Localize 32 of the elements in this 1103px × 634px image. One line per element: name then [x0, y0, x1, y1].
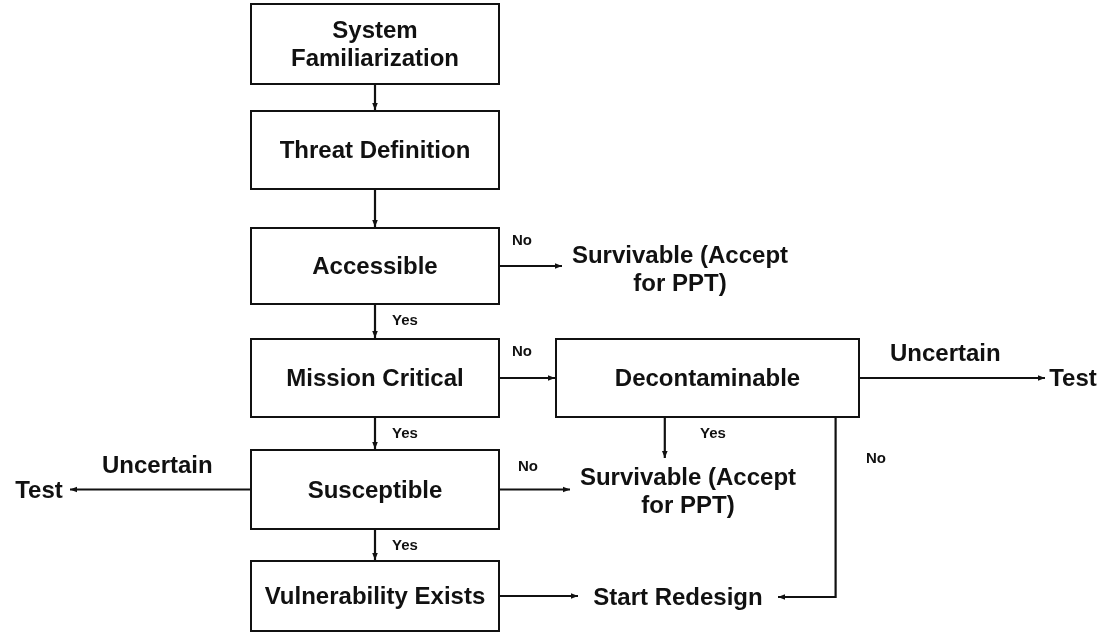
box-label: Decontaminable: [614, 364, 801, 392]
arrow: [70, 486, 250, 493]
arrow: [860, 375, 1045, 381]
arrow: [500, 263, 562, 269]
box-label: Mission Critical: [286, 364, 464, 392]
arrow: [372, 418, 378, 449]
process-box: [250, 560, 500, 632]
outcome-label: Test: [1049, 364, 1097, 392]
outcome-label: Test: [15, 476, 63, 504]
arrow: [500, 593, 578, 599]
process-box: [250, 227, 500, 305]
outcome-label: Survivable (Accept for PPT): [578, 463, 798, 519]
arrow: [778, 418, 837, 600]
arrow: [500, 375, 555, 381]
process-box: [250, 110, 500, 190]
arrow: [662, 418, 668, 458]
arrow: [372, 190, 378, 227]
process-box: [250, 449, 500, 530]
box-label: System Familiarization: [289, 16, 460, 72]
box-label: Susceptible: [307, 475, 443, 504]
box-label: Threat Definition: [279, 136, 471, 164]
box-label: Accessible: [312, 252, 438, 280]
arrow: [372, 530, 378, 560]
process-box: [250, 338, 500, 418]
process-box: [555, 338, 860, 418]
process-box: [250, 3, 500, 85]
outcome-label: Start Redesign: [593, 583, 763, 611]
arrow: [372, 85, 378, 110]
arrow: [500, 486, 570, 493]
outcome-label: Survivable (Accept for PPT): [570, 241, 790, 297]
box-label: Vulnerability Exists: [264, 582, 486, 610]
arrow: [372, 305, 378, 338]
